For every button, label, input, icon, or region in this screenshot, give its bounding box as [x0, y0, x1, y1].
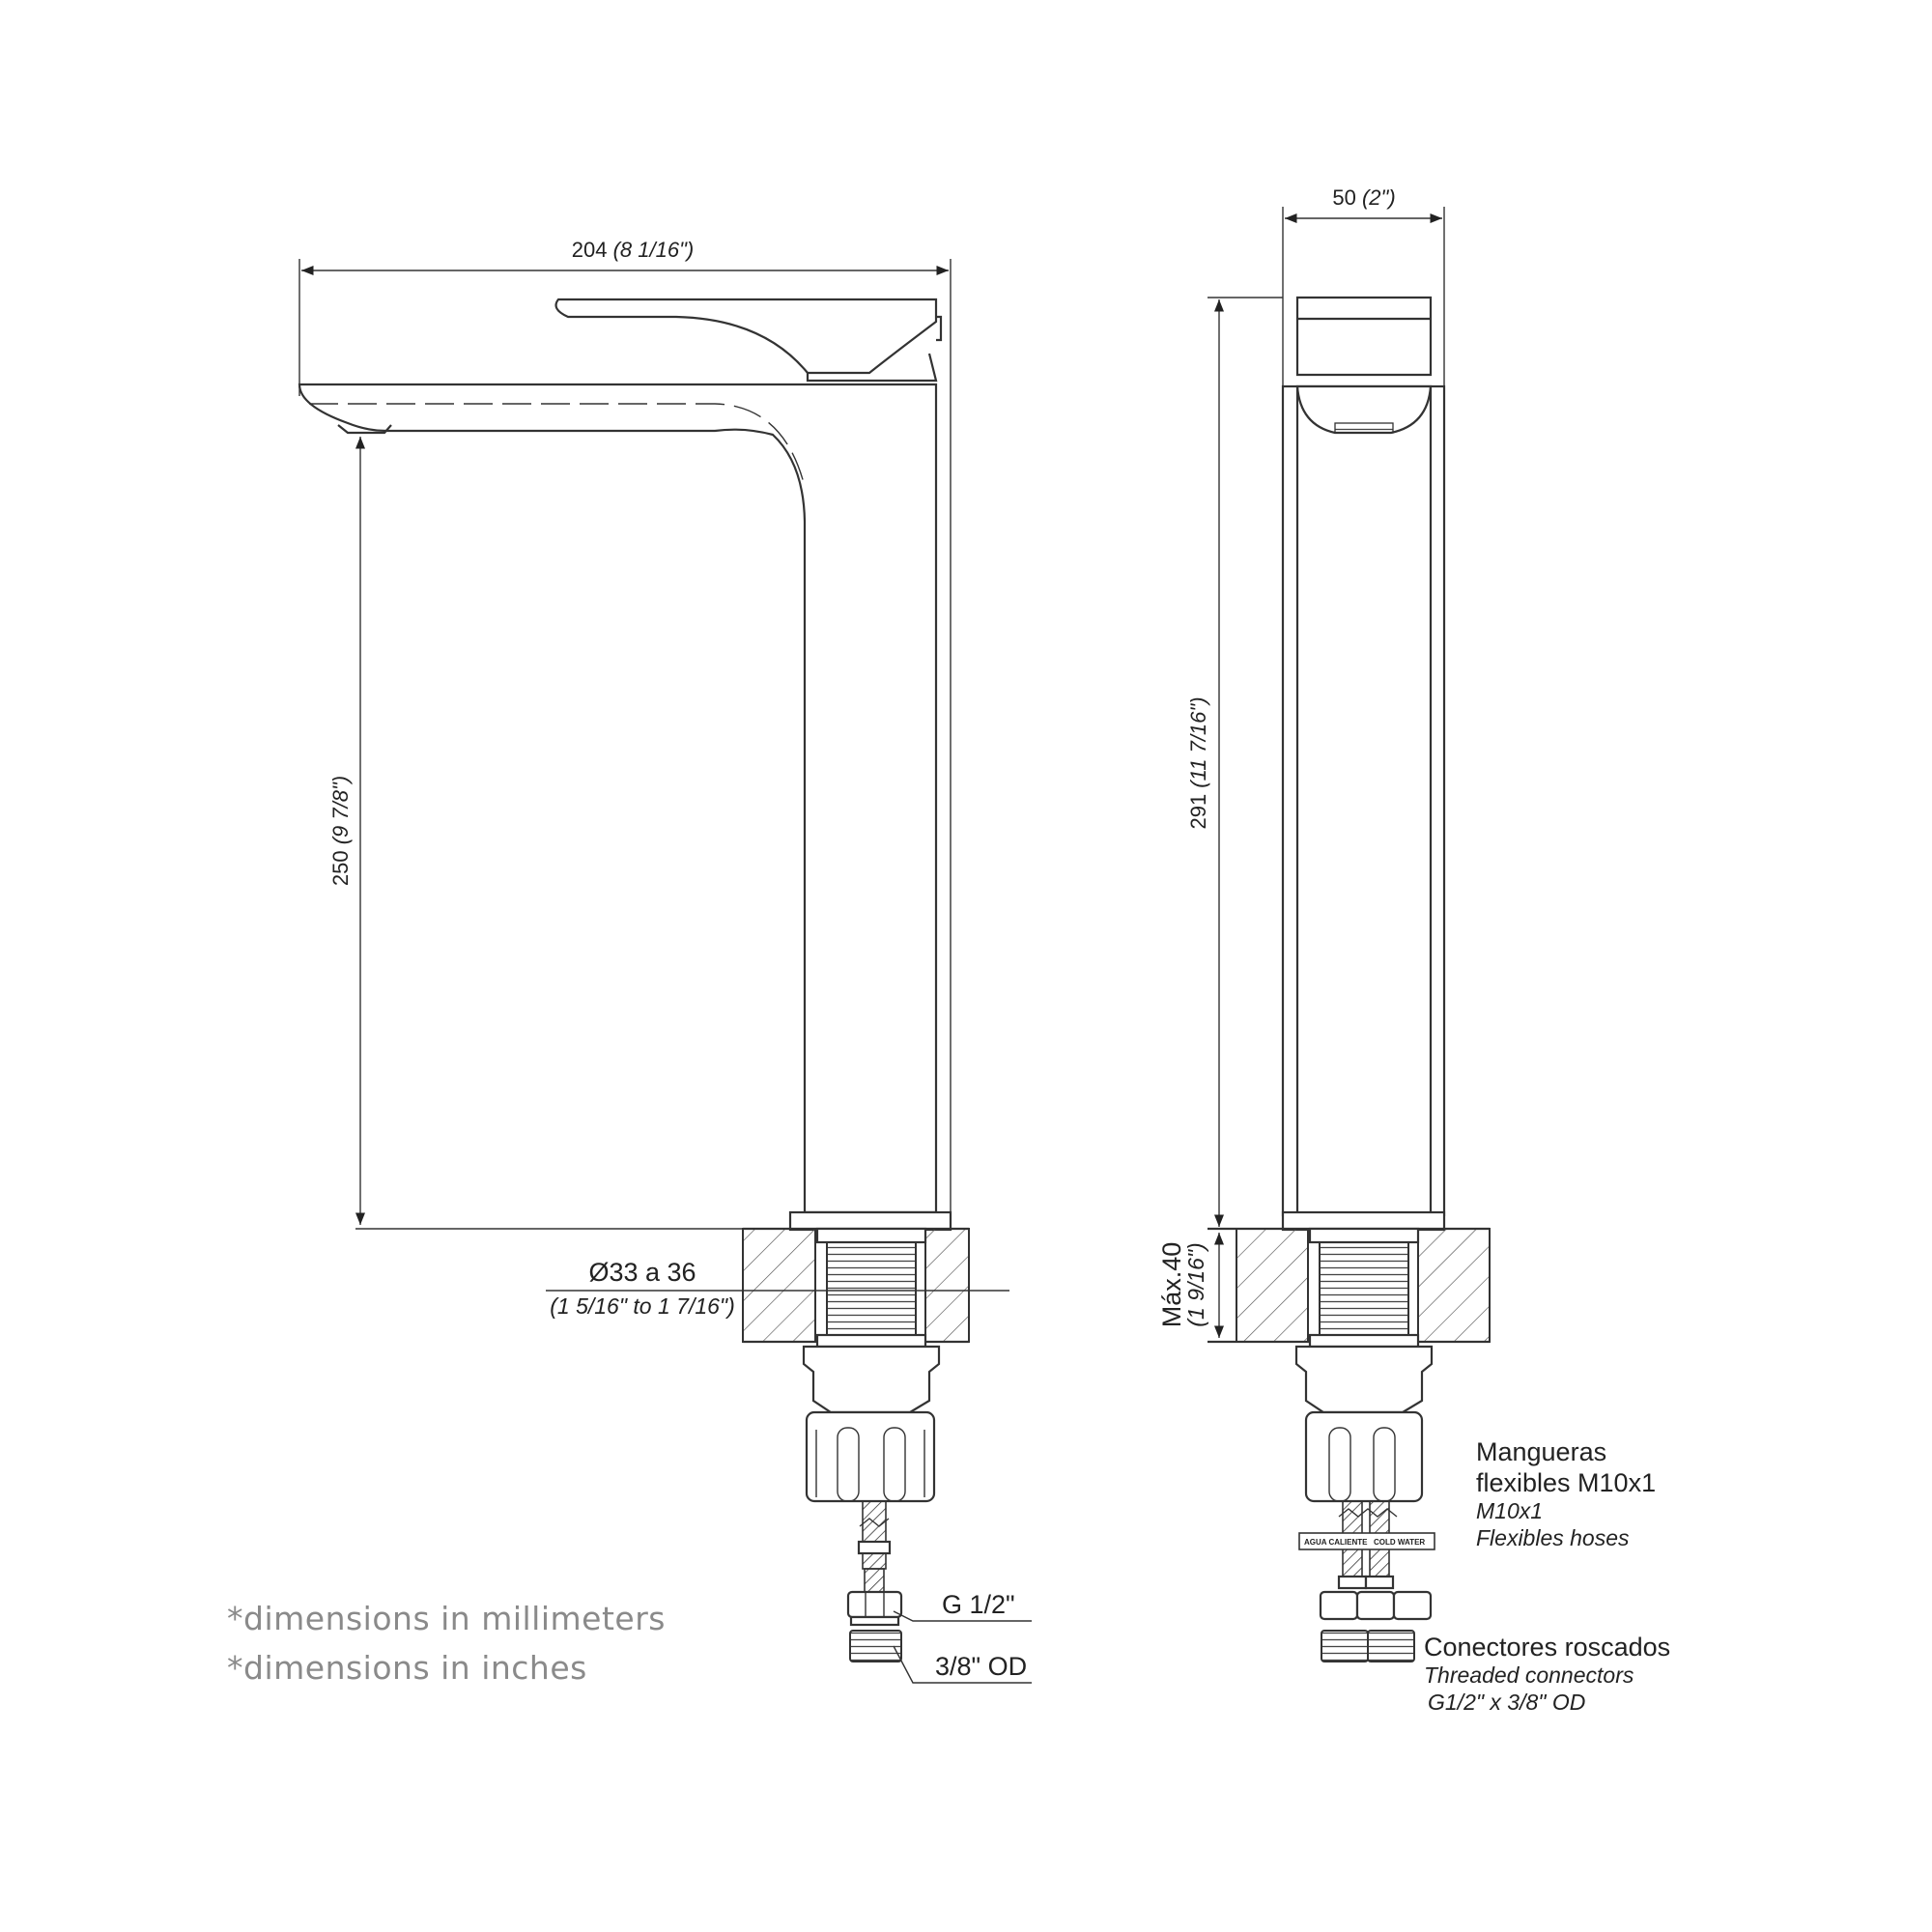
- hot-water-tag: AGUA CALIENTE: [1304, 1538, 1368, 1547]
- flexible-hose-front: [857, 1500, 892, 1593]
- front-view: 204 (8 1/16") 250 (9 7/8"): [298, 238, 1032, 1684]
- inch-note: *dimensions in inches: [227, 1649, 587, 1687]
- hose-labels: Mangueras flexibles M10x1 M10x1 Flexible…: [1476, 1437, 1656, 1550]
- front-width-label: 204 (8 1/16"): [572, 238, 694, 262]
- hose-connectors-side: [1319, 1575, 1433, 1662]
- max-thickness-label: Máx.40: [1157, 1242, 1186, 1328]
- threaded-shank-front: [826, 1236, 917, 1342]
- conn-label-en-1: Threaded connectors: [1424, 1662, 1634, 1688]
- front-width-dimension: 204 (8 1/16"): [298, 238, 952, 1212]
- conn-label-en-2: G1/2" x 3/8" OD: [1428, 1690, 1585, 1715]
- cold-water-tag: COLD WATER: [1374, 1538, 1425, 1547]
- mounting-nut-side: [1294, 1345, 1434, 1503]
- hole-diameter-label: Ø33 a 36: [588, 1258, 696, 1287]
- side-width-label: 50 (2"): [1332, 185, 1395, 210]
- side-height-label: 291 (11 7/16"): [1186, 696, 1210, 829]
- hose-label-en-1: M10x1: [1476, 1498, 1543, 1523]
- max-thickness-inch-label: (1 9/16"): [1183, 1242, 1208, 1326]
- conn-label-es: Conectores roscados: [1424, 1633, 1670, 1662]
- hole-diameter-inch-label: (1 5/16" to 1 7/16"): [550, 1293, 735, 1319]
- handle-lever: [554, 298, 938, 375]
- hose-label-es-1: Mangueras: [1476, 1437, 1606, 1466]
- mounting-nut-front: [802, 1345, 941, 1503]
- countertop-section-front: [742, 1227, 970, 1344]
- side-view: 50 (2") 291 (11 7/16"): [1157, 185, 1670, 1715]
- max-thickness-dimension: Máx.40 (1 9/16"): [1157, 1233, 1225, 1338]
- unit-notes: *dimensions in millimeters *dimensions i…: [227, 1600, 666, 1687]
- side-body: [1281, 384, 1446, 1217]
- countertop-section-side: [1208, 1227, 1491, 1344]
- thread-size-label: G 1/2": [942, 1590, 1015, 1619]
- faucet-body: [298, 383, 938, 1214]
- hose-connector-front: [846, 1590, 903, 1662]
- connector-labels-side: Conectores roscados Threaded connectors …: [1424, 1633, 1670, 1715]
- connector-labels-front: G 1/2" 3/8" OD: [893, 1590, 1032, 1684]
- front-height-dimension: 250 (9 7/8"): [328, 437, 790, 1230]
- hose-label-es-2: flexibles M10x1: [1476, 1468, 1656, 1497]
- front-height-label: 250 (9 7/8"): [328, 776, 353, 886]
- od-size-label: 3/8" OD: [935, 1652, 1027, 1681]
- mm-note: *dimensions in millimeters: [227, 1600, 666, 1637]
- threaded-shank-side: [1319, 1236, 1409, 1342]
- side-height-dimension: 291 (11 7/16"): [1186, 297, 1283, 1227]
- aerator: [337, 424, 392, 435]
- side-handle: [1295, 296, 1433, 377]
- hose-label-en-2: Flexibles hoses: [1476, 1525, 1630, 1550]
- flexible-hoses-side: AGUA CALIENTE COLD WATER: [1298, 1500, 1435, 1577]
